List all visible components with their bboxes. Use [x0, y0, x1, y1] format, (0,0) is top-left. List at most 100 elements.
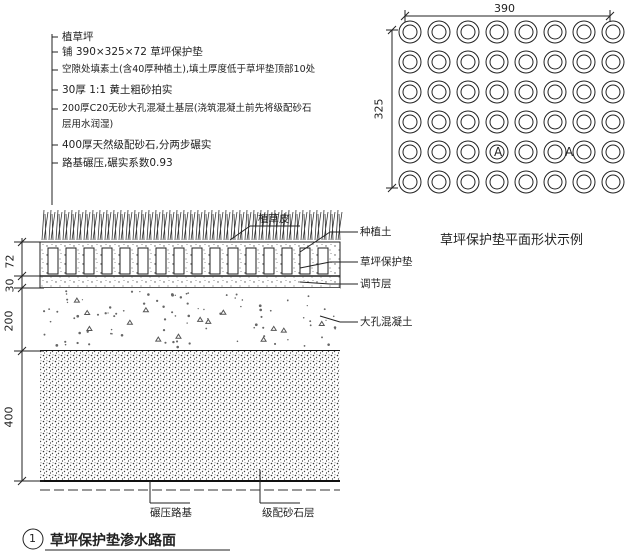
plan-ring-inner — [605, 54, 621, 70]
plan-ring — [572, 20, 596, 44]
grass-blade — [223, 209, 231, 241]
plan-ring-inner — [576, 114, 592, 130]
concrete-speck — [260, 315, 263, 318]
concrete-speck — [64, 343, 67, 346]
grass-blade — [125, 209, 133, 241]
concrete-speck — [120, 333, 124, 337]
concrete-speck — [171, 311, 174, 314]
concrete-speck — [235, 293, 238, 296]
concrete-speck — [139, 290, 141, 293]
concrete-speck — [307, 295, 310, 298]
concrete-speck — [188, 342, 191, 345]
concrete-speck — [156, 299, 159, 302]
grass-blade — [76, 209, 84, 241]
plan-ring-inner — [431, 144, 447, 160]
concrete-speck — [43, 310, 46, 313]
note-pad: 铺 390×325×72 草坪保护垫 — [62, 46, 203, 58]
callout-soil: 种植土 — [360, 226, 392, 238]
grass-blade — [167, 209, 175, 241]
plan-ring — [543, 80, 567, 104]
plan-ring-inner — [518, 114, 534, 130]
grass-blade — [55, 209, 63, 241]
pad-cell — [299, 247, 311, 275]
concrete-aggregate — [73, 297, 81, 303]
concrete-speck — [286, 299, 289, 302]
concrete-speck — [65, 290, 68, 293]
concrete-speck — [225, 294, 228, 297]
plan-ring — [601, 110, 625, 134]
plan-mark-a-1: A — [494, 145, 503, 159]
plan-ring — [456, 20, 480, 44]
concrete-speck — [185, 292, 188, 295]
grass-blade — [174, 209, 182, 241]
concrete-speck — [66, 301, 69, 304]
concrete-speck — [323, 308, 326, 311]
concrete-speck — [325, 319, 327, 321]
plan-ring-inner — [489, 54, 505, 70]
plan-ring — [456, 50, 480, 74]
concrete-speck — [186, 302, 189, 305]
grass-blade — [111, 209, 119, 241]
plan-ring — [485, 50, 509, 74]
plan-ring-inner — [431, 84, 447, 100]
concrete-speck — [113, 315, 116, 318]
grass-blade — [104, 209, 112, 241]
concrete-speck — [306, 304, 308, 307]
plan-ring — [398, 20, 422, 44]
concrete-aggregate — [126, 319, 134, 325]
concrete-speck — [309, 320, 312, 323]
plan-caption: 草坪保护垫平面形状示例 — [440, 233, 584, 248]
note-gravel: 400厚天然级配砂石,分两步碾实 — [62, 139, 212, 151]
concrete-speck — [86, 330, 89, 333]
plan-ring-inner — [518, 54, 534, 70]
plan-ring — [601, 140, 625, 164]
grass-blade — [41, 209, 49, 241]
concrete-speck — [179, 296, 183, 299]
concrete-speck — [269, 309, 272, 312]
concrete-speck — [130, 290, 134, 293]
plan-ring-inner — [402, 114, 418, 130]
dim-390: 390 — [494, 2, 515, 15]
concrete-speck — [205, 327, 208, 330]
plan-ring-inner — [547, 144, 563, 160]
grass-blade — [202, 209, 210, 241]
callout-turf: 植草皮 — [258, 213, 290, 225]
callout-gravel: 级配砂石层 — [262, 507, 315, 519]
plan-ring-inner — [431, 24, 447, 40]
plan-ring — [398, 140, 422, 164]
plan-ring — [427, 140, 451, 164]
concrete-speck — [186, 322, 188, 324]
grass-blade — [314, 209, 322, 241]
concrete-aggregate — [219, 309, 227, 315]
plan-ring — [514, 20, 538, 44]
grass-blade — [62, 209, 70, 241]
dim-30: 30 — [3, 278, 17, 293]
pad-cell — [191, 247, 203, 275]
plan-ring — [456, 110, 480, 134]
grass-blade — [48, 209, 56, 241]
plan-ring — [572, 110, 596, 134]
plan-ring-inner — [402, 144, 418, 160]
concrete-speck — [104, 312, 107, 315]
grass-blade — [69, 209, 77, 241]
dim-200: 200 — [2, 310, 16, 332]
concrete-speck — [309, 324, 312, 327]
plan-ring — [485, 110, 509, 134]
note-concrete: 200厚C20无砂大孔混凝土基层(浇筑混凝土前先将级配砂石 — [62, 103, 312, 114]
concrete-speck — [49, 320, 52, 323]
concrete-speck — [302, 316, 305, 319]
pad-cell — [101, 247, 113, 275]
plan-ring-inner — [576, 84, 592, 100]
callout-concrete: 大孔混凝土 — [360, 316, 413, 328]
plan-ring — [485, 80, 509, 104]
concrete-speck — [115, 312, 118, 315]
plan-ring — [601, 80, 625, 104]
grass-blade — [195, 209, 203, 241]
concrete-speck — [197, 307, 199, 310]
concrete-aggregate — [196, 316, 204, 322]
plan-ring — [543, 110, 567, 134]
concrete-speck — [164, 341, 167, 344]
concrete-speck — [175, 340, 179, 343]
concrete-speck — [110, 328, 113, 331]
concrete-speck — [241, 299, 244, 301]
